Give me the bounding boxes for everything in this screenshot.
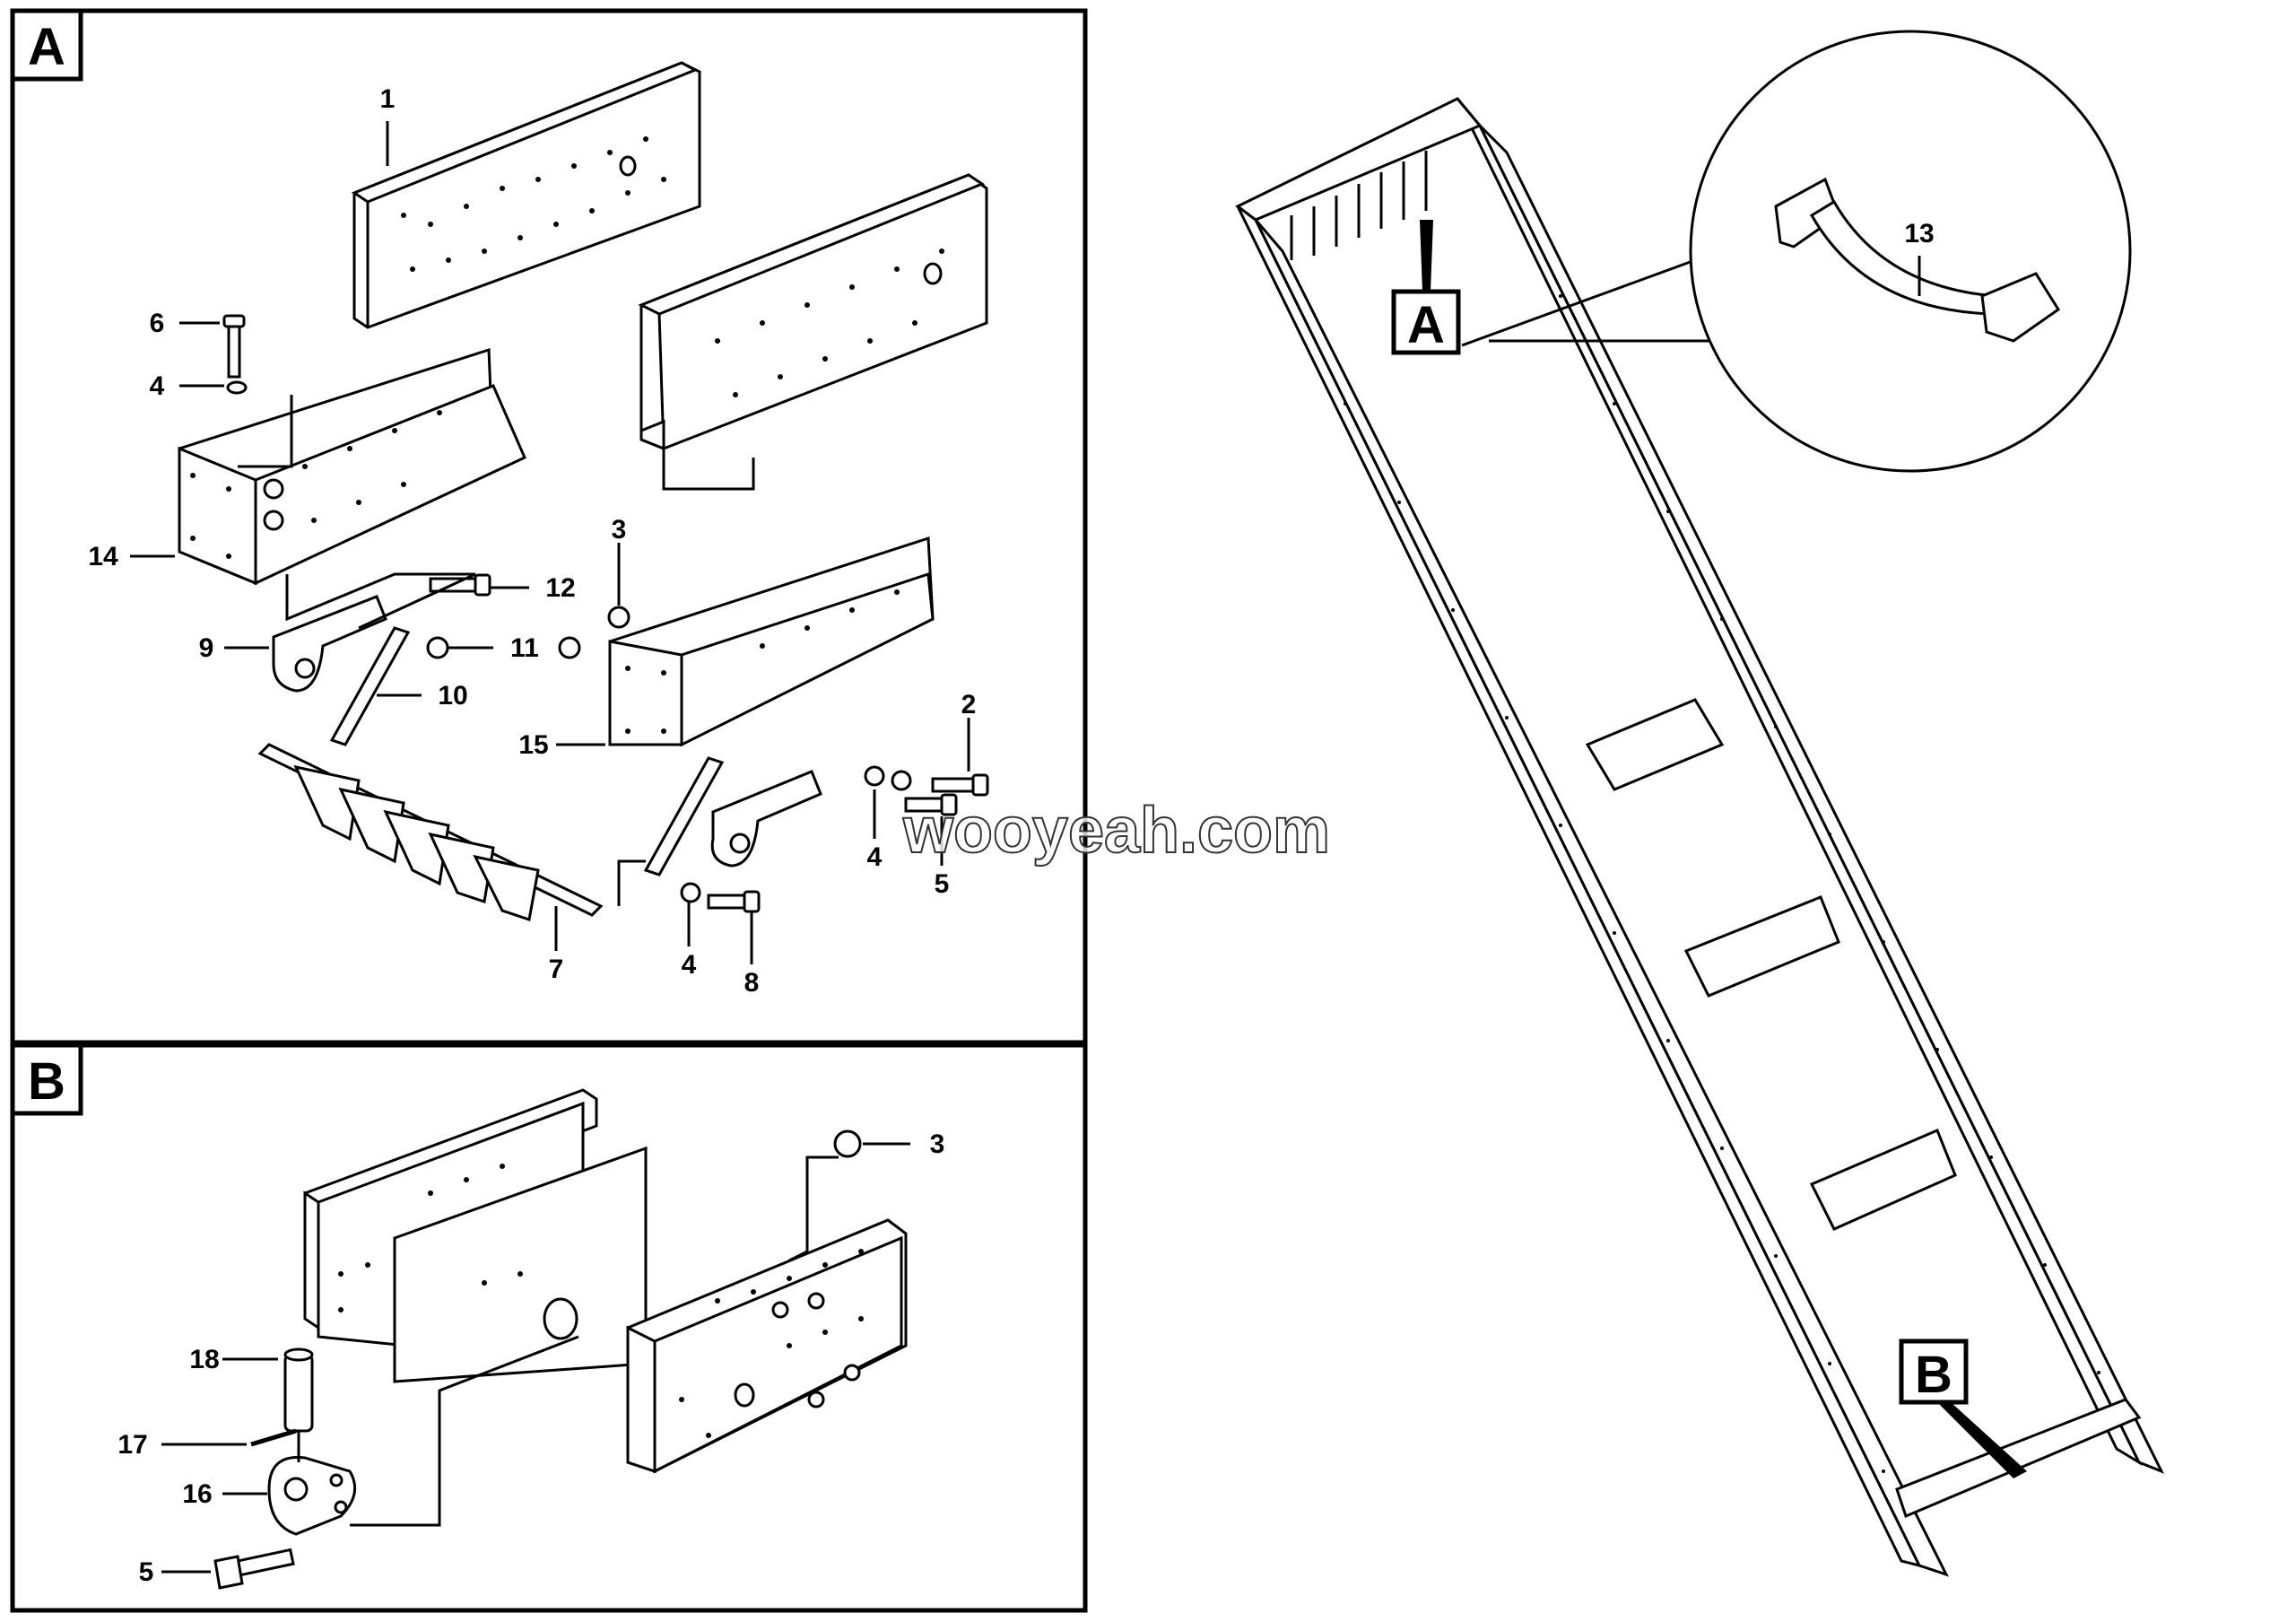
label-7: 7 (549, 955, 564, 984)
label-b-17: 17 (117, 1430, 147, 1460)
part-4-washer-bottom (680, 882, 701, 903)
part-16-coupling (267, 1455, 357, 1536)
rail-upper-right (638, 173, 988, 451)
part-3-nut-b (558, 636, 581, 659)
part-18-pin (283, 1347, 314, 1433)
label-12: 12 (545, 573, 575, 603)
labels-panel-a: 1 6 4 14 12 3 9 11 10 2 15 4 5 7 4 8 (88, 84, 976, 998)
part-17-split-pin (250, 1428, 297, 1447)
label-4-mid: 4 (867, 842, 883, 872)
part-9-hook (272, 595, 387, 693)
callout-b: B (1899, 1339, 2027, 1478)
part-4-washer-low (864, 765, 885, 787)
panel-a: A (10, 8, 1088, 1045)
part-11-nut (426, 636, 449, 659)
part-1-rail (351, 61, 701, 329)
part-9-hook-lower (710, 770, 822, 868)
labels-panel-b: 3 18 17 16 5 (117, 1129, 944, 1587)
label-5: 5 (935, 869, 950, 899)
watermark: wooyeah.com (901, 794, 1331, 868)
label-b-16: 16 (182, 1479, 212, 1509)
part-3-nut (607, 606, 631, 629)
label-4-bottom: 4 (682, 950, 697, 980)
part-3-nut-b-panel (833, 1129, 862, 1158)
part-5-bolt-b-panel (213, 1548, 295, 1590)
panel-a-letter: A (28, 18, 65, 76)
label-b-5: 5 (139, 1557, 154, 1587)
detail-circle-13: 13 (1689, 30, 2132, 473)
label-6: 6 (150, 309, 165, 338)
label-15: 15 (518, 730, 548, 760)
label-2: 2 (961, 690, 977, 719)
part-10-link-lower (643, 756, 725, 876)
watermark-text: wooyeah.com (902, 795, 1330, 867)
leaders-panel-a (130, 121, 970, 964)
frame-end-assembly (303, 1088, 908, 1474)
label-4-top: 4 (150, 371, 165, 401)
callout-a-letter: A (1407, 296, 1445, 354)
label-11: 11 (510, 633, 539, 663)
label-9: 9 (199, 633, 214, 663)
part-8-bolt (707, 890, 761, 913)
part-10-link (329, 626, 411, 746)
panel-b: B (10, 1042, 1088, 1613)
label-3: 3 (612, 515, 627, 545)
label-1: 1 (380, 84, 396, 114)
part-5-bolt (904, 793, 958, 816)
part-2-bolt (931, 773, 989, 797)
part-4-washer-mid (891, 770, 912, 791)
callout-b-letter: B (1915, 1346, 1952, 1404)
part-6-bolt (222, 314, 246, 379)
label-8: 8 (744, 968, 760, 998)
label-b-3: 3 (930, 1129, 945, 1159)
label-b-18: 18 (189, 1345, 219, 1374)
part-15-bracket (608, 536, 935, 747)
part-7-bar (257, 743, 604, 921)
chassis-overview (1235, 97, 2165, 1577)
leaders-panel-b (161, 1142, 910, 1574)
label-10: 10 (438, 681, 467, 711)
label-14: 14 (88, 542, 118, 571)
label-13: 13 (1904, 219, 1934, 249)
callout-a: A (1391, 220, 1713, 355)
panel-b-letter: B (28, 1052, 65, 1111)
part-14-bracket (178, 347, 526, 586)
part-4-washer-top (226, 380, 248, 395)
